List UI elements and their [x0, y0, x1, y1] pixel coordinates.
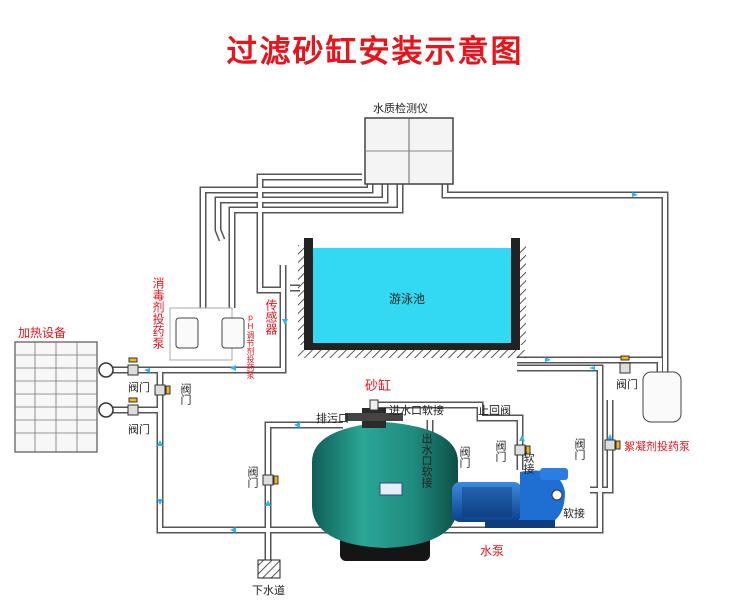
valve-label-7: 阀门	[573, 438, 586, 460]
valve-icon	[604, 439, 621, 451]
water-pump	[452, 468, 568, 528]
flow-arrow-icon	[144, 368, 150, 373]
valve-icon	[127, 397, 139, 416]
page-title: 过滤砂缸安装示意图	[226, 34, 524, 70]
valve-label-6: 阀门	[494, 440, 507, 462]
valve-label-8: 阀门	[616, 378, 638, 391]
valve-label-5: 阀门	[458, 446, 471, 468]
flow-arrow-icon	[282, 319, 288, 325]
inlet-hose-label: 进水口软接	[389, 404, 444, 417]
valve-label-1: 阀门	[128, 381, 150, 394]
check-valve-label: 止回阀	[478, 404, 511, 417]
outlet-hose-label: 出水口软接	[420, 433, 433, 488]
water-quality-monitor-label: 水质检测仪	[373, 102, 428, 115]
valve-label-4: 阀门	[246, 466, 259, 488]
hose-label-1: 软接	[522, 452, 535, 474]
flow-arrow-icon	[632, 192, 638, 197]
doser-tanks	[169, 307, 682, 423]
sewer-label: 下水道	[252, 584, 285, 597]
valve-icon	[154, 384, 171, 396]
sand-filter-label: 砂缸	[365, 379, 392, 394]
valve-label-2: 阀门	[128, 423, 150, 436]
heater-unit	[14, 341, 114, 453]
heater-label: 加热设备	[18, 326, 67, 340]
disinfectant-doser-label: 消毒剂投药泵	[151, 277, 165, 349]
hose-label-2: 软接	[563, 507, 585, 520]
flow-arrow-icon	[294, 422, 300, 428]
flocculant-doser-label: 絮凝剂投药泵	[624, 440, 690, 453]
flow-arrow-icon	[607, 434, 613, 440]
swimming-pool	[298, 238, 526, 358]
flow-arrow-icon	[265, 500, 271, 506]
valve-icon	[262, 474, 279, 486]
flow-arrow-icon	[230, 527, 236, 533]
water-quality-monitor	[364, 117, 454, 185]
flow-arrow-icon	[157, 440, 163, 446]
sewer	[257, 559, 281, 579]
sand-filter-tank	[312, 399, 458, 561]
valve-icon	[514, 444, 531, 456]
drain-outlet-label: 排污口	[316, 412, 349, 425]
flow-arrow-icon	[589, 366, 595, 370]
ph-doser-label: pH调节剂投药泵	[246, 313, 255, 379]
valve-icon	[127, 357, 139, 376]
pool-label: 游泳池	[389, 292, 426, 306]
flow-arrow-icon	[545, 357, 551, 362]
flow-arrow-icon	[230, 365, 236, 371]
pump-label: 水泵	[480, 544, 505, 558]
flow-arrow-icon	[157, 499, 163, 505]
sensor-label: 传感器	[264, 299, 278, 335]
valve-label-3: 阀门	[179, 383, 192, 405]
flow-arrow-icon	[519, 435, 525, 441]
valve-icon	[619, 355, 631, 374]
